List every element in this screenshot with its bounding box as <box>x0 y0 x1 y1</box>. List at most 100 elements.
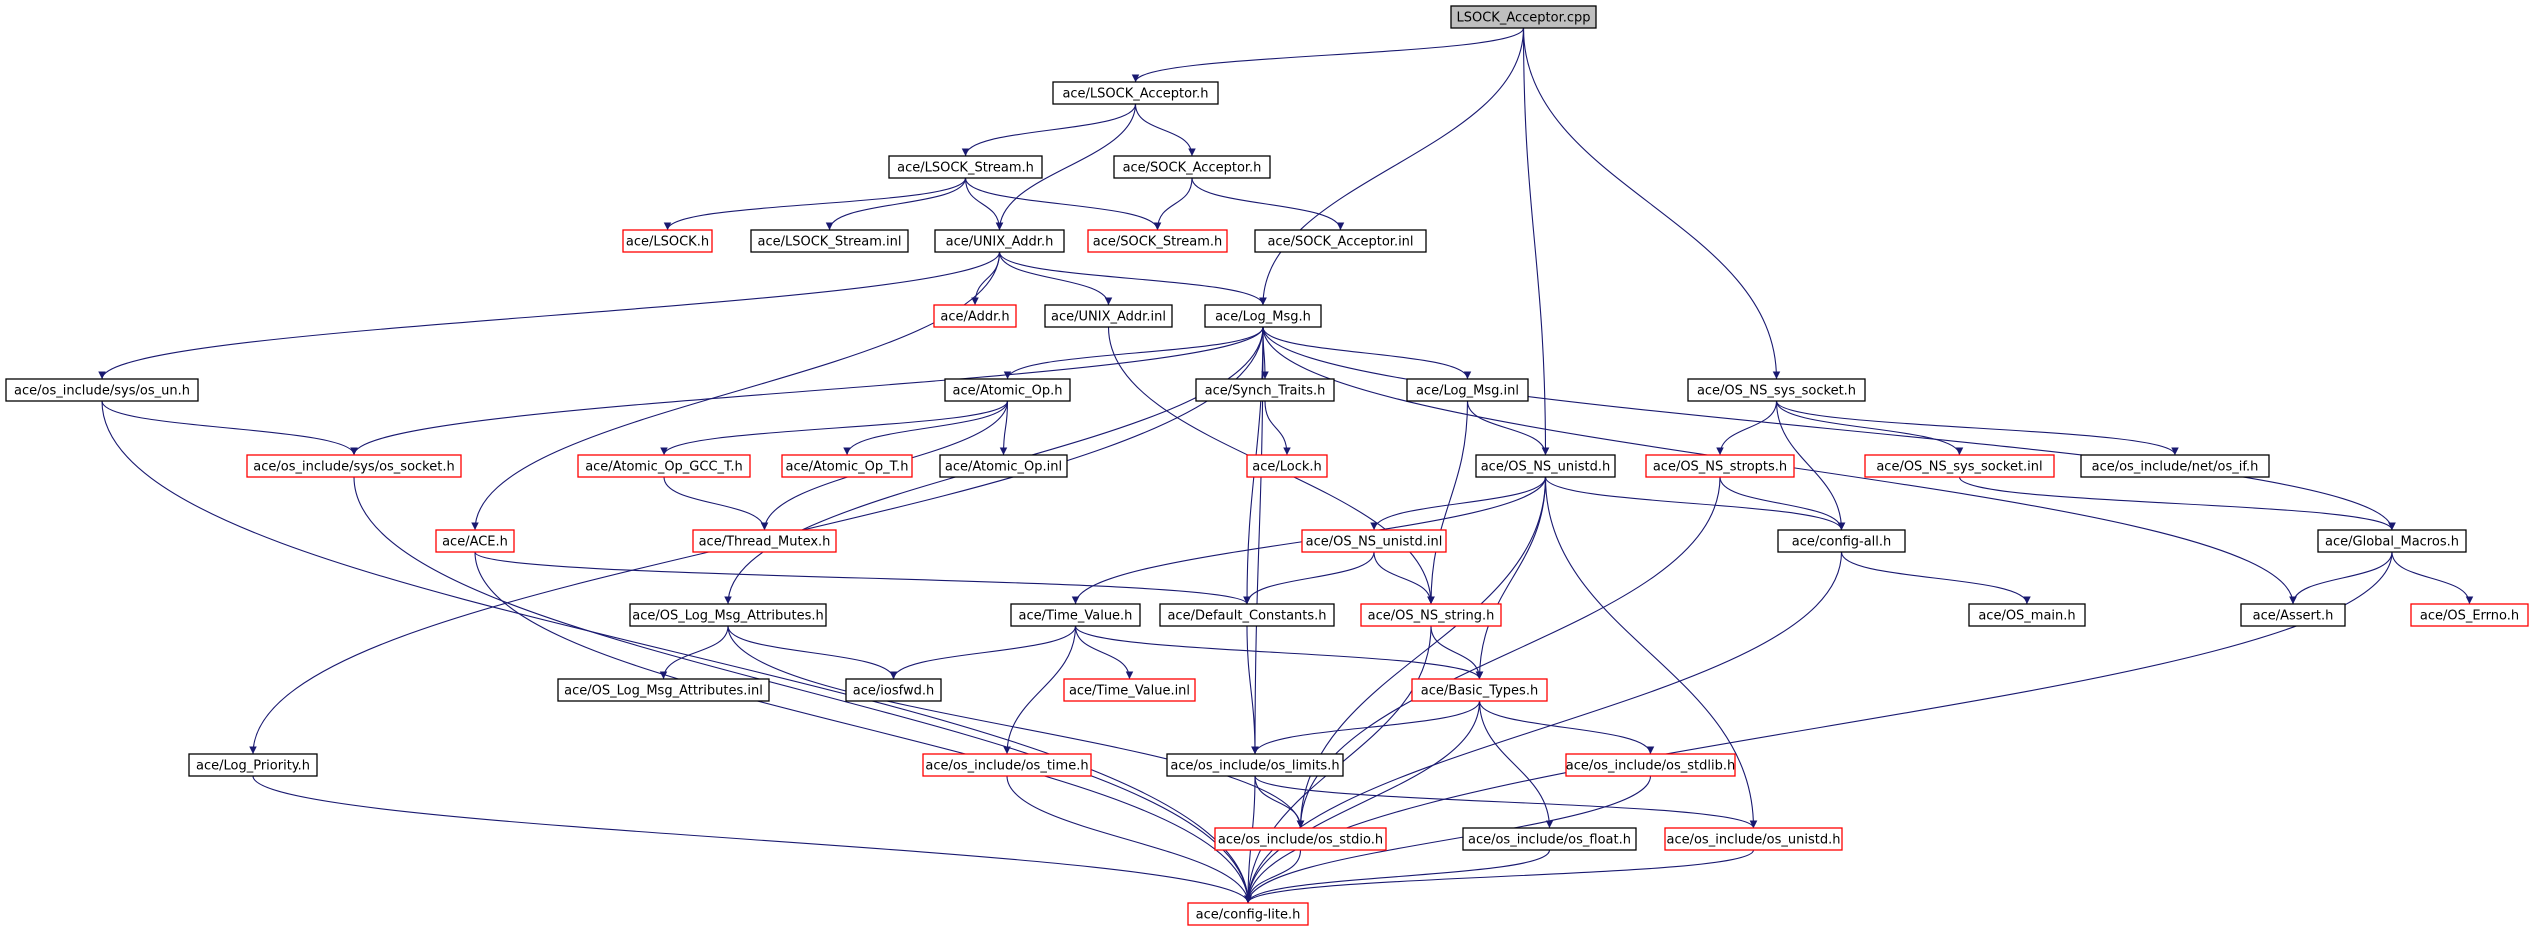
node-os-time-h[interactable]: ace/os_include/os_time.h <box>922 753 1092 777</box>
node-label: ace/LSOCK_Acceptor.h <box>1062 87 1208 102</box>
node-time-value-h[interactable]: ace/Time_Value.h <box>1010 603 1141 627</box>
node-os-ns-unistd-h[interactable]: ace/OS_NS_unistd.h <box>1475 454 1616 478</box>
node-box <box>1187 902 1309 926</box>
node-label: ace/SOCK_Acceptor.h <box>1123 161 1262 176</box>
node-os-main-h[interactable]: ace/OS_main.h <box>1968 603 2086 627</box>
node-atomic-op-h[interactable]: ace/Atomic_Op.h <box>944 378 1071 402</box>
node-os-ns-sys-socket-inl[interactable]: ace/OS_NS_sys_socket.inl <box>1864 454 2055 478</box>
node-unix-addr-inl[interactable]: ace/UNIX_Addr.inl <box>1044 304 1173 328</box>
node-os-socket-h[interactable]: ace/os_include/sys/os_socket.h <box>246 454 462 478</box>
node-label: ace/Synch_Traits.h <box>1205 384 1326 399</box>
node-log-msg-h[interactable]: ace/Log_Msg.h <box>1204 304 1322 328</box>
node-basic-types-h[interactable]: ace/Basic_Types.h <box>1411 678 1548 702</box>
node-os-stdlib-h[interactable]: ace/os_include/os_stdlib.h <box>1565 753 1736 777</box>
edge-os_ns_sys_socket_h-to-os_ns_stropts_h <box>1716 400 1778 456</box>
node-box <box>2080 454 2270 478</box>
node-os-ns-string-h[interactable]: ace/OS_NS_string.h <box>1360 603 1502 627</box>
edge-time_value_h-to-time_value_inl <box>1074 625 1134 680</box>
node-lock-h[interactable]: ace/Lock.h <box>1246 454 1328 478</box>
edge-basic_types_h-to-os_float_h <box>1478 700 1554 829</box>
node-os-log-msg-attributes-inl[interactable]: ace/OS_Log_Msg_Attributes.inl <box>557 678 770 702</box>
node-box <box>939 454 1068 478</box>
node-os-log-msg-attributes-h[interactable]: ace/OS_Log_Msg_Attributes.h <box>629 603 827 627</box>
edge-global_macros_h-to-os_errno_h <box>2391 551 2474 605</box>
node-addr-h[interactable]: ace/Addr.h <box>933 304 1017 328</box>
node-box <box>1214 827 1387 851</box>
node-config-lite-h[interactable]: ace/config-lite.h <box>1187 902 1309 926</box>
edge-log_msg_h-to-log_msg_inl <box>1262 326 1472 380</box>
node-root[interactable]: LSOCK_Acceptor.cpp <box>1450 5 1597 29</box>
edge-log_priority_h-to-config_lite_h <box>252 775 1252 904</box>
node-log-priority-h[interactable]: ace/Log_Priority.h <box>188 753 318 777</box>
node-os-ns-stropts-h[interactable]: ace/OS_NS_stropts.h <box>1645 454 1795 478</box>
node-os-un-h[interactable]: ace/os_include/sys/os_un.h <box>5 378 199 402</box>
edge-lsock_acceptor_h-to-unix_addr_h <box>995 103 1137 231</box>
node-label: ace/Addr.h <box>940 310 1009 325</box>
node-box <box>1411 678 1548 702</box>
node-label: ace/OS_NS_unistd.inl <box>1306 535 1443 550</box>
node-label: ace/Global_Macros.h <box>2325 535 2459 550</box>
node-label: ace/ACE.h <box>442 535 508 550</box>
node-time-value-inl[interactable]: ace/Time_Value.inl <box>1063 678 1196 702</box>
node-box <box>1246 454 1328 478</box>
node-config-all-h[interactable]: ace/config-all.h <box>1777 529 1906 553</box>
node-label: ace/LSOCK.h <box>626 235 709 250</box>
node-os-stdio-h[interactable]: ace/os_include/os_stdio.h <box>1214 827 1387 851</box>
node-global-macros-h[interactable]: ace/Global_Macros.h <box>2317 529 2467 553</box>
edge-root-to-os_ns_sys_socket_h <box>1522 27 1781 380</box>
node-lsock-stream-inl[interactable]: ace/LSOCK_Stream.inl <box>750 229 909 253</box>
edge-log_msg_h-to-global_macros_h <box>1262 326 2396 531</box>
node-os-unistd-h[interactable]: ace/os_include/os_unistd.h <box>1664 827 1843 851</box>
edge-lsock_acceptor_h-to-lsock_stream_h <box>961 103 1137 157</box>
node-assert-h[interactable]: ace/Assert.h <box>2240 603 2346 627</box>
node-os-if-h[interactable]: ace/os_include/net/os_if.h <box>2080 454 2270 478</box>
node-iosfwd-h[interactable]: ace/iosfwd.h <box>845 678 942 702</box>
edge-global_macros_h-to-assert_h <box>2289 551 2393 605</box>
node-atomic-op-t-h[interactable]: ace/Atomic_Op_T.h <box>781 454 913 478</box>
node-os-errno-h[interactable]: ace/OS_Errno.h <box>2410 603 2529 627</box>
node-box <box>944 378 1071 402</box>
edge-time_value_h-to-os_time_h <box>1003 625 1077 755</box>
edge-basic_types_h-to-os_limits_h <box>1251 700 1481 755</box>
node-box <box>435 529 515 553</box>
node-os-limits-h[interactable]: ace/os_include/os_limits.h <box>1166 753 1344 777</box>
node-default-constants-h[interactable]: ace/Default_Constants.h <box>1159 603 1335 627</box>
edge-ace_h-to-default_constants_h <box>474 551 1251 605</box>
node-sock-stream-h[interactable]: ace/SOCK_Stream.h <box>1087 229 1228 253</box>
node-lsock-stream-h[interactable]: ace/LSOCK_Stream.h <box>888 155 1043 179</box>
edge-os_ns_sys_socket_inl-to-global_macros_h <box>1958 476 2396 531</box>
node-box <box>1052 81 1219 105</box>
node-label: ace/OS_NS_sys_socket.h <box>1697 384 1856 399</box>
edge-os_log_msg_attributes_h-to-os_log_msg_attributes_inl <box>659 625 729 680</box>
node-label: ace/config-all.h <box>1792 535 1892 550</box>
edge-time_value_h-to-basic_types_h <box>1074 625 1484 680</box>
node-log-msg-inl[interactable]: ace/Log_Msg.inl <box>1406 378 1529 402</box>
node-ace-h[interactable]: ace/ACE.h <box>435 529 515 553</box>
node-thread-mutex-h[interactable]: ace/Thread_Mutex.h <box>692 529 837 553</box>
node-sock-acceptor-inl[interactable]: ace/SOCK_Acceptor.inl <box>1254 229 1427 253</box>
edge-os_ns_unistd_h-to-basic_types_h <box>1475 476 1547 680</box>
node-box <box>246 454 462 478</box>
node-box <box>1254 229 1427 253</box>
node-unix-addr-h[interactable]: ace/UNIX_Addr.h <box>934 229 1065 253</box>
node-label: ace/UNIX_Addr.inl <box>1051 310 1166 325</box>
node-box <box>1462 827 1637 851</box>
edge-ace_h-to-config_lite_h <box>474 551 1252 904</box>
node-box <box>1113 155 1271 179</box>
node-lsock-acceptor-h[interactable]: ace/LSOCK_Acceptor.h <box>1052 81 1219 105</box>
node-atomic-op-inl[interactable]: ace/Atomic_Op.inl <box>939 454 1068 478</box>
node-sock-acceptor-h[interactable]: ace/SOCK_Acceptor.h <box>1113 155 1271 179</box>
node-box <box>1010 603 1141 627</box>
node-box <box>750 229 909 253</box>
node-lsock-h[interactable]: ace/LSOCK.h <box>622 229 713 253</box>
node-os-float-h[interactable]: ace/os_include/os_float.h <box>1462 827 1637 851</box>
node-os-ns-unistd-inl[interactable]: ace/OS_NS_unistd.inl <box>1301 529 1447 553</box>
edge-os_un_h-to-config_lite_h <box>101 400 1252 904</box>
node-box <box>5 378 199 402</box>
node-synch-traits-h[interactable]: ace/Synch_Traits.h <box>1195 378 1335 402</box>
node-os-ns-sys-socket-h[interactable]: ace/OS_NS_sys_socket.h <box>1687 378 1866 402</box>
node-box <box>934 229 1065 253</box>
node-label: ace/OS_NS_sys_socket.inl <box>1876 460 2042 475</box>
node-label: ace/Log_Msg.inl <box>1416 384 1519 399</box>
node-atomic-op-gcc-t-h[interactable]: ace/Atomic_Op_GCC_T.h <box>577 454 751 478</box>
